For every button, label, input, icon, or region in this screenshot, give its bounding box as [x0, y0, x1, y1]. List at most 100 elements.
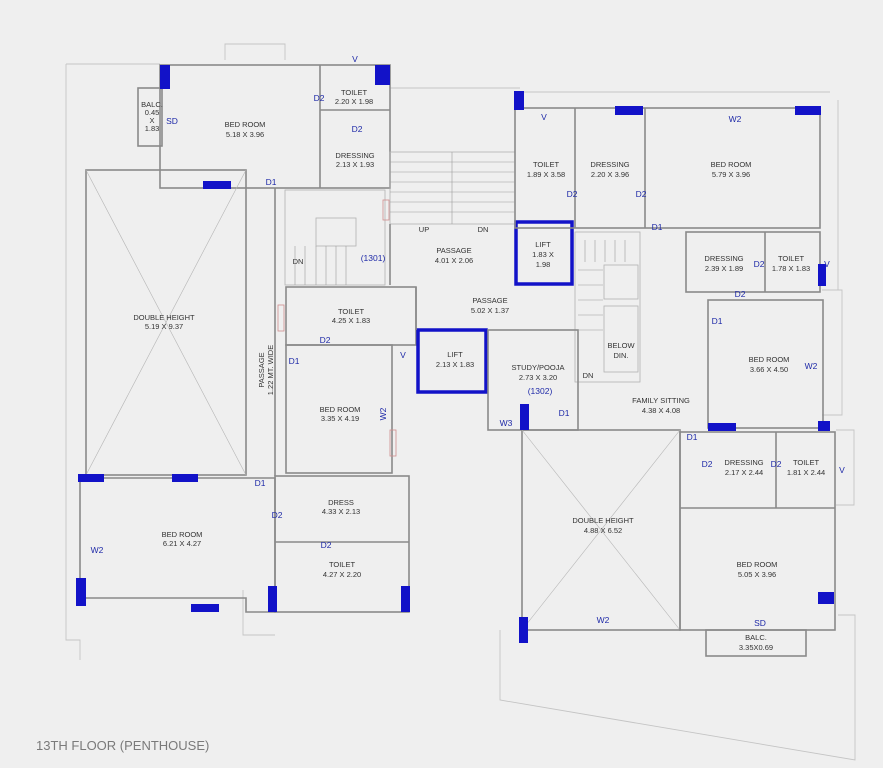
floor-title: 13TH FLOOR (PENTHOUSE) — [36, 738, 209, 753]
label-w2: W2 — [378, 407, 388, 420]
label-v: V — [400, 350, 406, 360]
bed-bottom-left-size: 6.21 X 4.27 — [163, 539, 201, 548]
dressing-top-left-name: DRESSING — [335, 151, 374, 160]
dressing-lower-right-name: DRESSING — [724, 458, 763, 467]
double-height-left-name: DOUBLE HEIGHT — [133, 313, 195, 322]
lift-2-name: LIFT — [447, 350, 463, 359]
toilet-top-mid-size: 1.89 X 3.58 — [527, 170, 565, 179]
toilet-right-name: TOILET — [778, 254, 805, 263]
bed-mid-right-size: 3.66 X 4.50 — [750, 365, 788, 374]
label-d1: D1 — [687, 432, 698, 442]
label-d1: D1 — [712, 316, 723, 326]
dress-bottom-name: DRESS — [328, 498, 354, 507]
toilet-bottom-left-size: 4.27 X 2.20 — [323, 570, 361, 579]
bed-top-right-size: 5.79 X 3.96 — [712, 170, 750, 179]
toilet-mid-left-name: TOILET — [338, 307, 365, 316]
balc-left-name: BALC. — [141, 100, 163, 109]
balc-bottom-size: 3.35X0.69 — [739, 643, 773, 652]
label-d2: D2 — [314, 93, 325, 103]
toilet-top-left-size: 2.20 X 1.98 — [335, 97, 373, 106]
lift-2-size: 2.13 X 1.83 — [436, 360, 474, 369]
label-w2: W2 — [805, 361, 818, 371]
stair-dn-label-3: DN — [583, 371, 594, 380]
label-d1: D1 — [289, 356, 300, 366]
bed-top-right-name: BED ROOM — [711, 160, 752, 169]
label-sd: SD — [754, 618, 766, 628]
bed-bottom-left-name: BED ROOM — [162, 530, 203, 539]
lift-shaft-2 — [416, 328, 488, 394]
bed-top-left-name: BED ROOM — [225, 120, 266, 129]
lift-1-size: 1.83 X — [532, 250, 554, 259]
family-name: FAMILY SITTING — [632, 396, 690, 405]
label-d1: D1 — [652, 222, 663, 232]
toilet-top-mid-name: TOILET — [533, 160, 560, 169]
dressing-top-mid-size: 2.20 X 3.96 — [591, 170, 629, 179]
label-flat-1301: (1301) — [361, 253, 386, 263]
door-marks — [277, 199, 397, 457]
window-markers — [76, 65, 834, 643]
label-v: V — [352, 54, 358, 64]
below-din-l2: DIN. — [614, 351, 629, 360]
study-name: STUDY/POOJA — [512, 363, 565, 372]
label-d2: D2 — [754, 259, 765, 269]
room-labels: BALC. 0.45 X 1.83 BED ROOM 5.18 X 3.96 T… — [133, 88, 825, 652]
bed-top-left-size: 5.18 X 3.96 — [226, 130, 264, 139]
dress-bottom-size: 4.33 X 2.13 — [322, 507, 360, 516]
site-outline — [65, 43, 856, 761]
label-d2: D2 — [352, 124, 363, 134]
dressing-top-mid-name: DRESSING — [590, 160, 629, 169]
passage-mid-name: PASSAGE — [472, 296, 507, 305]
label-v: V — [824, 259, 830, 269]
passage-mid-size: 5.02 X 1.37 — [471, 306, 509, 315]
passage-vertical-size: 1.22 MT. WIDE — [266, 345, 275, 395]
label-d2: D2 — [567, 189, 578, 199]
dressing-lower-right-size: 2.17 X 2.44 — [725, 468, 763, 477]
study-size: 2.73 X 3.20 — [519, 373, 557, 382]
balc-bottom-name: BALC. — [745, 633, 767, 642]
stair-treads — [294, 152, 626, 331]
label-v: V — [541, 112, 547, 122]
lift-shaft-1 — [514, 220, 574, 286]
below-din-l1: BELOW — [607, 341, 635, 350]
walls — [79, 64, 836, 657]
label-sd: SD — [166, 116, 178, 126]
passage-vertical-name: PASSAGE — [257, 352, 266, 387]
label-d2: D2 — [636, 189, 647, 199]
passage-top-name: PASSAGE — [436, 246, 471, 255]
double-height-right-name: DOUBLE HEIGHT — [572, 516, 634, 525]
stair-dn-label-2: DN — [293, 257, 304, 266]
toilet-lower-right-name: TOILET — [793, 458, 820, 467]
toilet-mid-left-size: 4.25 X 1.83 — [332, 316, 370, 325]
dressing-right-size: 2.39 X 1.89 — [705, 264, 743, 273]
bed-mid-left-size: 3.35 X 4.19 — [321, 414, 359, 423]
label-d1: D1 — [255, 478, 266, 488]
balc-left-l1: 0.45 — [145, 108, 160, 117]
lift-1-size2: 1.98 — [536, 260, 551, 269]
toilet-top-left-name: TOILET — [341, 88, 368, 97]
bed-mid-right-name: BED ROOM — [749, 355, 790, 364]
toilet-lower-right-size: 1.81 X 2.44 — [787, 468, 825, 477]
bed-bottom-right-size: 5.05 X 3.96 — [738, 570, 776, 579]
label-w3: W3 — [500, 418, 513, 428]
double-height-right-size: 4.88 X 6.52 — [584, 526, 622, 535]
label-d2: D2 — [702, 459, 713, 469]
dressing-right-name: DRESSING — [704, 254, 743, 263]
dressing-top-left-size: 2.13 X 1.93 — [336, 160, 374, 169]
balc-left-l3: 1.83 — [145, 124, 160, 133]
balc-left-l2: X — [149, 116, 154, 125]
label-w2: W2 — [597, 615, 610, 625]
label-d2: D2 — [771, 459, 782, 469]
label-w2: W2 — [91, 545, 104, 555]
toilet-right-size: 1.78 X 1.83 — [772, 264, 810, 273]
stair-up-label: UP — [419, 225, 429, 234]
label-flat-1302: (1302) — [528, 386, 553, 396]
label-d2: D2 — [320, 335, 331, 345]
bed-bottom-right-name: BED ROOM — [737, 560, 778, 569]
lift-1-name: LIFT — [535, 240, 551, 249]
double-height-left-size: 5.19 X 9.37 — [145, 322, 183, 331]
stair-dn-label-1: DN — [478, 225, 489, 234]
label-d2: D2 — [321, 540, 332, 550]
code-labels: V SD D2 D2 D1 (1301) D2 D1 V W2 D1 D2 D2… — [91, 54, 846, 628]
label-w2: W2 — [729, 114, 742, 124]
bed-mid-left-name: BED ROOM — [320, 405, 361, 414]
